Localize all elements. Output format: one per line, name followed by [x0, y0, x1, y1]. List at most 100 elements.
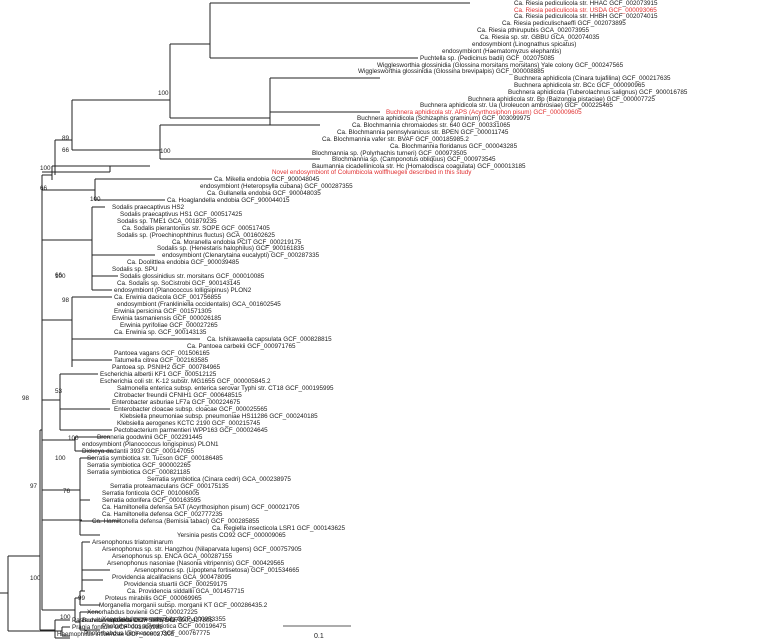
taxon-label: Ca. Doolittlea endobia GCF_900039485 — [127, 259, 240, 266]
bootstrap-value: 98 — [62, 297, 70, 304]
taxon-label: Arsenophonus sp. (Lipoptena fortisetosa)… — [134, 567, 300, 574]
taxon-label: Pectobacterium parmentieri WPP163 GCF_00… — [114, 427, 268, 434]
taxon-label: endosymbiont (Linognathus spicatus) — [472, 41, 576, 48]
taxon-label: Ca. Hamiltonella defensa (Bemisia tabaci… — [92, 518, 260, 525]
taxon-label: Buchnera aphidicola str. APS (Acyrthosip… — [386, 109, 582, 116]
taxon-label: Escherichia coli str. K-12 substr. MG165… — [100, 378, 271, 385]
taxon-label: Sodalis glossinidius str. morsitans GCF_… — [120, 273, 265, 280]
taxon-label: Ca. Riesia pthirupubis GCA_002073955 — [477, 27, 590, 34]
taxon-label: Klebsiella pneumoniae subsp. pneumoniae … — [120, 413, 318, 420]
bootstrap-value: 66 — [62, 147, 70, 154]
taxon-label: endosymbiont (Heteropsylla cubana) GCF_0… — [200, 183, 353, 190]
bootstrap-value: 100 — [30, 575, 41, 582]
taxon-label: Ca. Riesia pediculicola str. HHAC GCF_00… — [514, 0, 658, 7]
taxon-label: Xenorhabdus nematophila GCF_000953355 — [102, 616, 226, 623]
taxon-label: Wigglesworthia glossinidia (Glossina bre… — [358, 68, 545, 75]
taxon-label: Buchnera aphidicola (Cinara tujafilina) … — [514, 75, 671, 82]
taxon-label: Erwinia pyrifoliae GCF_000027265 — [120, 322, 218, 329]
taxon-label: Erwinia tasmaniensis GCF_000026185 — [112, 315, 222, 322]
taxon-label: Brenneria goodwinii GCF_002291445 — [97, 434, 203, 441]
taxon-label: Ca. Blochmannia floridanus GCF_000043285 — [390, 143, 518, 150]
taxon-label: Ca. Sodalis pierantonius str. SOPE GCF_0… — [122, 225, 270, 232]
taxon-label: Serratia odorifera GCF_000163595 — [102, 497, 201, 504]
taxon-label: Ca. Erwinia dacicola GCF_001756855 — [114, 294, 222, 301]
taxon-label: Serratia symbiotica GCF_000821185 — [87, 469, 191, 476]
bootstrap-value: 66 — [40, 185, 48, 192]
taxon-label: Serratia symbiotica str. Tucson GCF_0001… — [87, 455, 223, 462]
taxon-label: Serratia symbiotica (Cinara cedri) GCA_0… — [147, 476, 291, 483]
taxon-label: Serratia symbiotica GCF_900002265 — [87, 462, 191, 469]
bootstrap-value: 76 — [63, 488, 71, 495]
taxon-label: Ca. Riesia sp. str. GBBU GCA_002074035 — [480, 34, 600, 41]
taxon-label: Pasteurella multocida GCF_000754275 — [72, 617, 183, 624]
bootstrap-value: 99 — [78, 595, 86, 602]
scale-bar-label: 0.1 — [314, 633, 324, 640]
bootstrap-value: 100 — [55, 273, 66, 280]
taxon-label: Ca. Erwinia sp. GCF_900143135 — [114, 329, 207, 336]
taxon-labels: Ca. Riesia pediculicola str. HHAC GCF_00… — [57, 0, 688, 638]
bootstrap-value: 53 — [55, 388, 63, 395]
taxon-label: Ca. Hoaglandella endobia GCF_900044015 — [167, 197, 290, 204]
taxon-label: endosymbiont (Planococcus longispinus) P… — [82, 441, 219, 448]
taxon-label: Providencia alcalifaciens GCA_900478095 — [112, 574, 232, 581]
taxon-label: endosymbiont (Planococcus lolligsipinus)… — [114, 287, 252, 294]
bootstrap-value: 66 — [55, 272, 63, 279]
taxon-label: Ca. Ishikawaella capsulata GCF_000828815 — [207, 336, 332, 343]
taxon-label: Ca. Riesia pediculischaeffi GCF_00207389… — [502, 20, 626, 27]
taxon-label: Ca. Regiella insecticola LSR1 GCF_000143… — [212, 525, 346, 532]
taxon-label: Ca. Gullanella endobia GCF_900048035 — [207, 190, 321, 197]
bootstrap-value: 100 — [160, 148, 171, 155]
taxon-label: Morganella morganii subsp. morganii KT G… — [99, 602, 268, 609]
taxon-label: Sodalis praecaptivus HS2 — [112, 204, 185, 211]
taxon-label: Erwinia persicina GCF_001571305 — [114, 308, 212, 315]
taxon-label: Ca. Blochmannia vafer str. BVAF GCF_0001… — [322, 136, 469, 143]
taxon-label: Providencia stuartii GCF_000259175 — [124, 581, 228, 588]
taxon-label: Blochmannia sp. (Polyrhachis turneri) GC… — [312, 150, 467, 157]
bootstrap-value: 89 — [62, 135, 70, 142]
taxon-label: Buchnera aphidicola (Tuberolachnus salig… — [508, 89, 688, 96]
taxon-label: Arsenophonus triatominarum — [92, 539, 173, 546]
taxon-label: Salmonella enterica subsp. enterica sero… — [117, 385, 334, 392]
taxon-label: Arsenophonus sp. ENCA GCA_000287155 — [112, 553, 233, 560]
taxon-label: Novel endosymbiont of Columbicola wolffh… — [272, 169, 472, 176]
taxon-label: Ca. Hamiltonella defensa GCF_002777235 — [102, 511, 223, 518]
taxon-label: Escherichia albertii KF1 GCF_000512125 — [100, 371, 217, 378]
taxon-label: Ca. Pantoea carbekii GCF_000971765 — [187, 343, 296, 350]
bootstrap-value: 100 — [55, 455, 66, 462]
taxon-label: endosymbiont (Frankliniella occidentalis… — [117, 301, 281, 308]
bootstrap-value: 100 — [40, 165, 51, 172]
bootstrap-value: 100 — [158, 90, 169, 97]
taxon-label: Puchtella sp. (Pedicinus badii) GCF_0020… — [420, 55, 555, 62]
bootstrap-value: 100 — [90, 196, 101, 203]
taxon-label: Tatumella citrea GCF_002163585 — [114, 357, 209, 364]
taxon-label: Ca. Blochmannia pennsylvanicus str. BPEN… — [337, 129, 509, 136]
taxon-label: Ca. Riesia pediculicola str. HHBH GCF_00… — [514, 13, 658, 20]
taxon-label: Budvicia aquatica DSM 5075 GCF_000427805 — [82, 617, 213, 624]
taxon-label: Pantoea sp. PSNIH2 GCF_000784965 — [112, 364, 221, 371]
bootstrap-value: 97 — [30, 483, 38, 490]
taxon-label: Serratia proteamaculans GCF_000175135 — [110, 483, 229, 490]
taxon-label: Yersinia pestis CO92 GCF_000009065 — [177, 532, 286, 539]
taxon-label: Wigglesworthia glossinidia (Glossina mor… — [377, 62, 624, 69]
taxon-label: Ca. Riesia pediculicola str. USDA GCF_00… — [514, 7, 657, 14]
taxon-label: endosymbiont (Clenarytaina eucalypti) GC… — [162, 252, 320, 259]
taxon-label: Buchnera aphidicola str. Bp (Baizongia p… — [468, 96, 655, 103]
taxon-label: Arsenophonus nasoniae (Nasonia vitripenn… — [107, 560, 285, 567]
taxon-label: Ca. Providencia siddallii GCA_001457715 — [127, 588, 245, 595]
taxon-label: Pragia fontium GCF_001010985 — [72, 624, 163, 631]
taxon-label: Buchnera aphidicola str. BCc GCF_0000909… — [514, 82, 645, 89]
taxon-label: Photorhabdus luminescens GCF_000767775 — [84, 630, 211, 637]
taxon-label: Xenorhabdus bovienii GCF_000027225 — [87, 609, 198, 616]
taxon-label: Photorhabdus asymbiotica GCF_000196475 — [102, 623, 227, 630]
taxon-label: Proteus mirabilis GCF_000069965 — [105, 595, 202, 602]
taxon-label: Blochmannia sp. (Camponotus obliquus) GC… — [332, 156, 496, 163]
taxon-label: Ca. Blochmannia chromaiodes str. 640 GCF… — [352, 122, 511, 129]
taxon-label: Buchnera aphidicola (Schizaphis graminum… — [357, 115, 531, 122]
scale-bar: 0.1 — [283, 625, 351, 640]
taxon-label: Klebsiella aerogenes KCTC 2190 GCF_00021… — [117, 420, 261, 427]
bootstrap-value: 100 — [68, 435, 79, 442]
taxon-label: Dickeya dadantii 3937 GCF_000147055 — [82, 448, 195, 455]
taxon-label: Enterobacter cloacae subsp. cloacae GCF_… — [114, 406, 268, 413]
bootstrap-value: 98 — [22, 395, 30, 402]
taxon-label: Ca. Moranella endobia PCIT GCF_000219175 — [172, 239, 302, 246]
